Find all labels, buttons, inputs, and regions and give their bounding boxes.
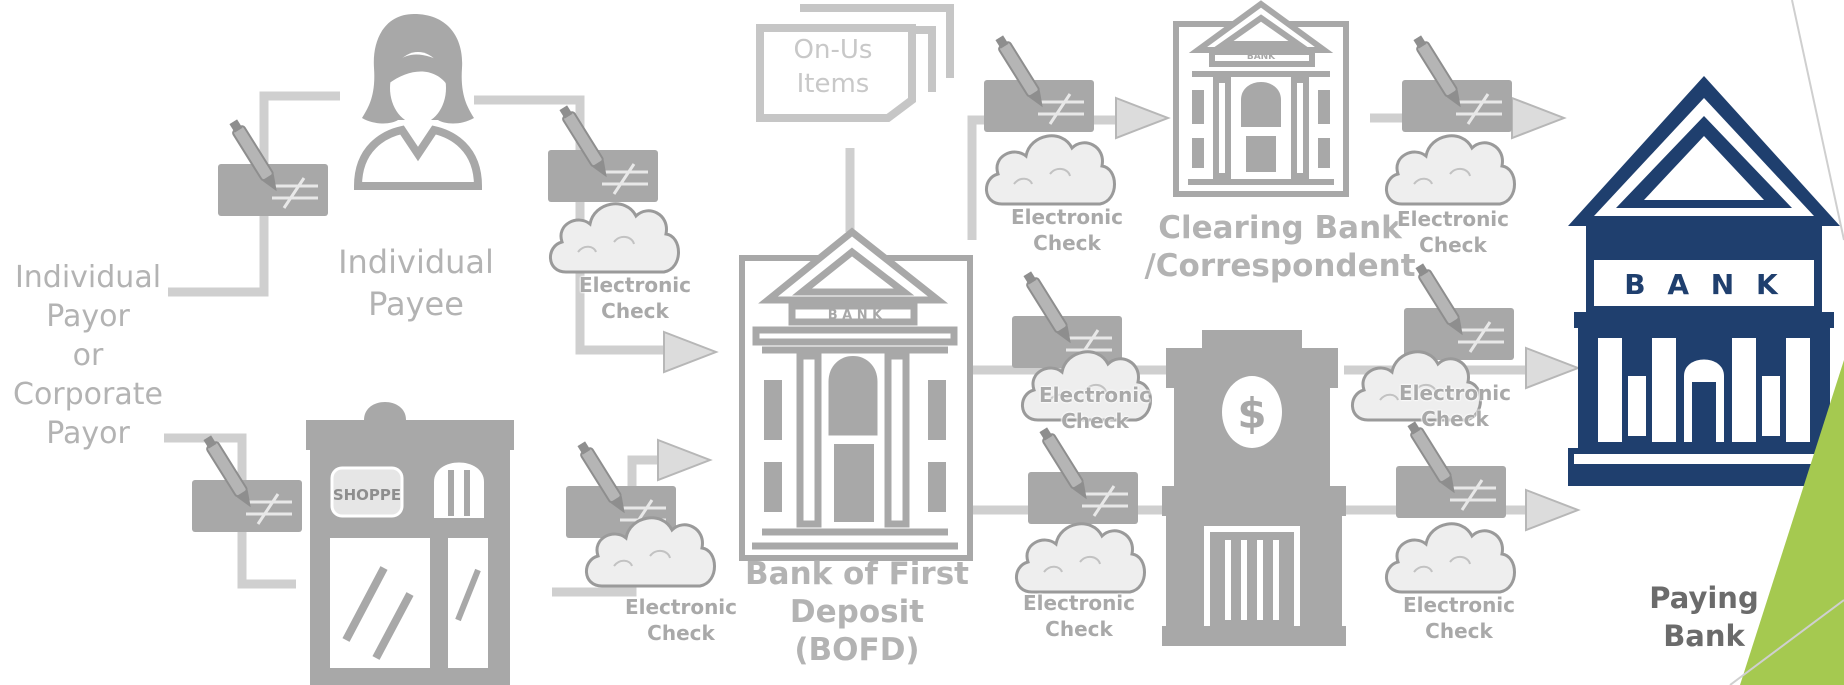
clearing-bank-icon — [1173, 0, 1349, 197]
person-icon — [353, 14, 483, 190]
label-line: Electronic — [1022, 591, 1136, 615]
label-line: On-Us — [793, 35, 873, 65]
paying-bank-icon: B A N K — [1568, 76, 1840, 486]
arrow-icon — [1525, 347, 1579, 389]
cloud-icon — [1384, 134, 1516, 206]
label-line: Check — [1061, 409, 1129, 433]
check-pen-icon — [546, 102, 660, 204]
electronic-check-label: Electronic Check — [1004, 590, 1154, 642]
slide-accent — [1729, 0, 1844, 685]
label-line: Electronic — [624, 595, 738, 619]
label-line: Check — [601, 299, 669, 323]
check-pen-icon — [216, 116, 330, 218]
individual-payor-label: Individual Payor or Corporate Payor — [8, 258, 168, 453]
label-line: Check — [1045, 617, 1113, 641]
on-us-documents-icon — [756, 4, 954, 122]
check-pen-icon — [1394, 418, 1508, 520]
shop-sign: SHOPPE — [333, 486, 401, 504]
paying-bank-sign: B A N K — [1624, 268, 1783, 301]
label-line: Electronic — [1010, 205, 1124, 229]
clearing-bank-sign: BANK — [1247, 52, 1276, 62]
label-line: Individual — [338, 243, 494, 281]
shop-icon: SHOPPE — [306, 402, 514, 685]
electronic-check-label: Electronic Check — [992, 204, 1142, 256]
label-line: Individual — [14, 260, 162, 295]
check-pen-icon — [1402, 260, 1516, 362]
check-pen-icon — [1400, 32, 1514, 134]
on-us-items-label: On-Us Items — [770, 34, 896, 102]
electronic-check-label: Electronic Check — [560, 272, 710, 324]
arrow-icon — [1511, 97, 1565, 139]
arrow-icon — [1115, 97, 1169, 139]
label-line: Electronic — [1398, 381, 1512, 405]
arrow-icon — [663, 331, 717, 373]
or-label: or — [72, 338, 104, 373]
electronic-check-label: Electronic Check — [1384, 592, 1534, 644]
label-line: Electronic — [578, 273, 692, 297]
individual-payee-label: Individual Payee — [336, 242, 496, 325]
label-line: Check — [1425, 619, 1493, 643]
clearing-bank-label: Clearing Bank /Correspondent — [1140, 210, 1420, 286]
check-pen-icon — [1010, 268, 1124, 370]
label-line: (BOFD) — [794, 631, 920, 668]
label-line: Paying — [1649, 581, 1759, 615]
label-line: Payee — [368, 284, 464, 323]
cloud-icon — [1014, 522, 1146, 594]
label-line: Payor — [46, 299, 130, 334]
atm-bank-icon: $ — [1162, 330, 1346, 646]
electronic-check-label: Electronic Check — [606, 594, 756, 646]
label-line: Electronic — [1402, 593, 1516, 617]
bofd-bank-icon — [739, 227, 973, 561]
cloud-icon — [548, 202, 680, 274]
bofd-label: Bank of First Deposit (BOFD) — [742, 556, 972, 669]
label-line: Payor — [46, 416, 130, 451]
check-pen-icon — [190, 432, 304, 534]
label-line: Check — [1033, 231, 1101, 255]
arrow-icon — [657, 439, 711, 481]
check-pen-icon — [982, 32, 1096, 134]
bofd-bank-sign: B A N K — [828, 308, 883, 323]
cloud-icon — [984, 134, 1116, 206]
electronic-check-label: Electronic Check — [1378, 206, 1528, 258]
label-line: Check — [1421, 407, 1489, 431]
arrow-icon — [1525, 489, 1579, 531]
label-line: Deposit — [789, 593, 925, 630]
electronic-check-label: Electronic Check — [1020, 382, 1170, 434]
label-line: Check — [647, 621, 715, 645]
electronic-check-label: Electronic Check — [1380, 380, 1530, 432]
cloud-icon — [1384, 522, 1516, 594]
label-line: Check — [1419, 233, 1487, 257]
check-pen-icon — [1026, 424, 1140, 526]
dollar-icon: $ — [1237, 389, 1266, 438]
label-line: Items — [796, 68, 870, 99]
label-line: Corporate — [13, 377, 163, 412]
label-line: Bank of First — [745, 556, 969, 592]
label-line: Electronic — [1396, 207, 1510, 231]
label-line: /Correspondent — [1144, 247, 1416, 284]
label-line: Clearing Bank — [1158, 210, 1402, 246]
paying-bank-label: Paying Bank — [1614, 580, 1794, 655]
label-line: Bank — [1663, 618, 1745, 653]
label-line: Electronic — [1038, 383, 1152, 407]
